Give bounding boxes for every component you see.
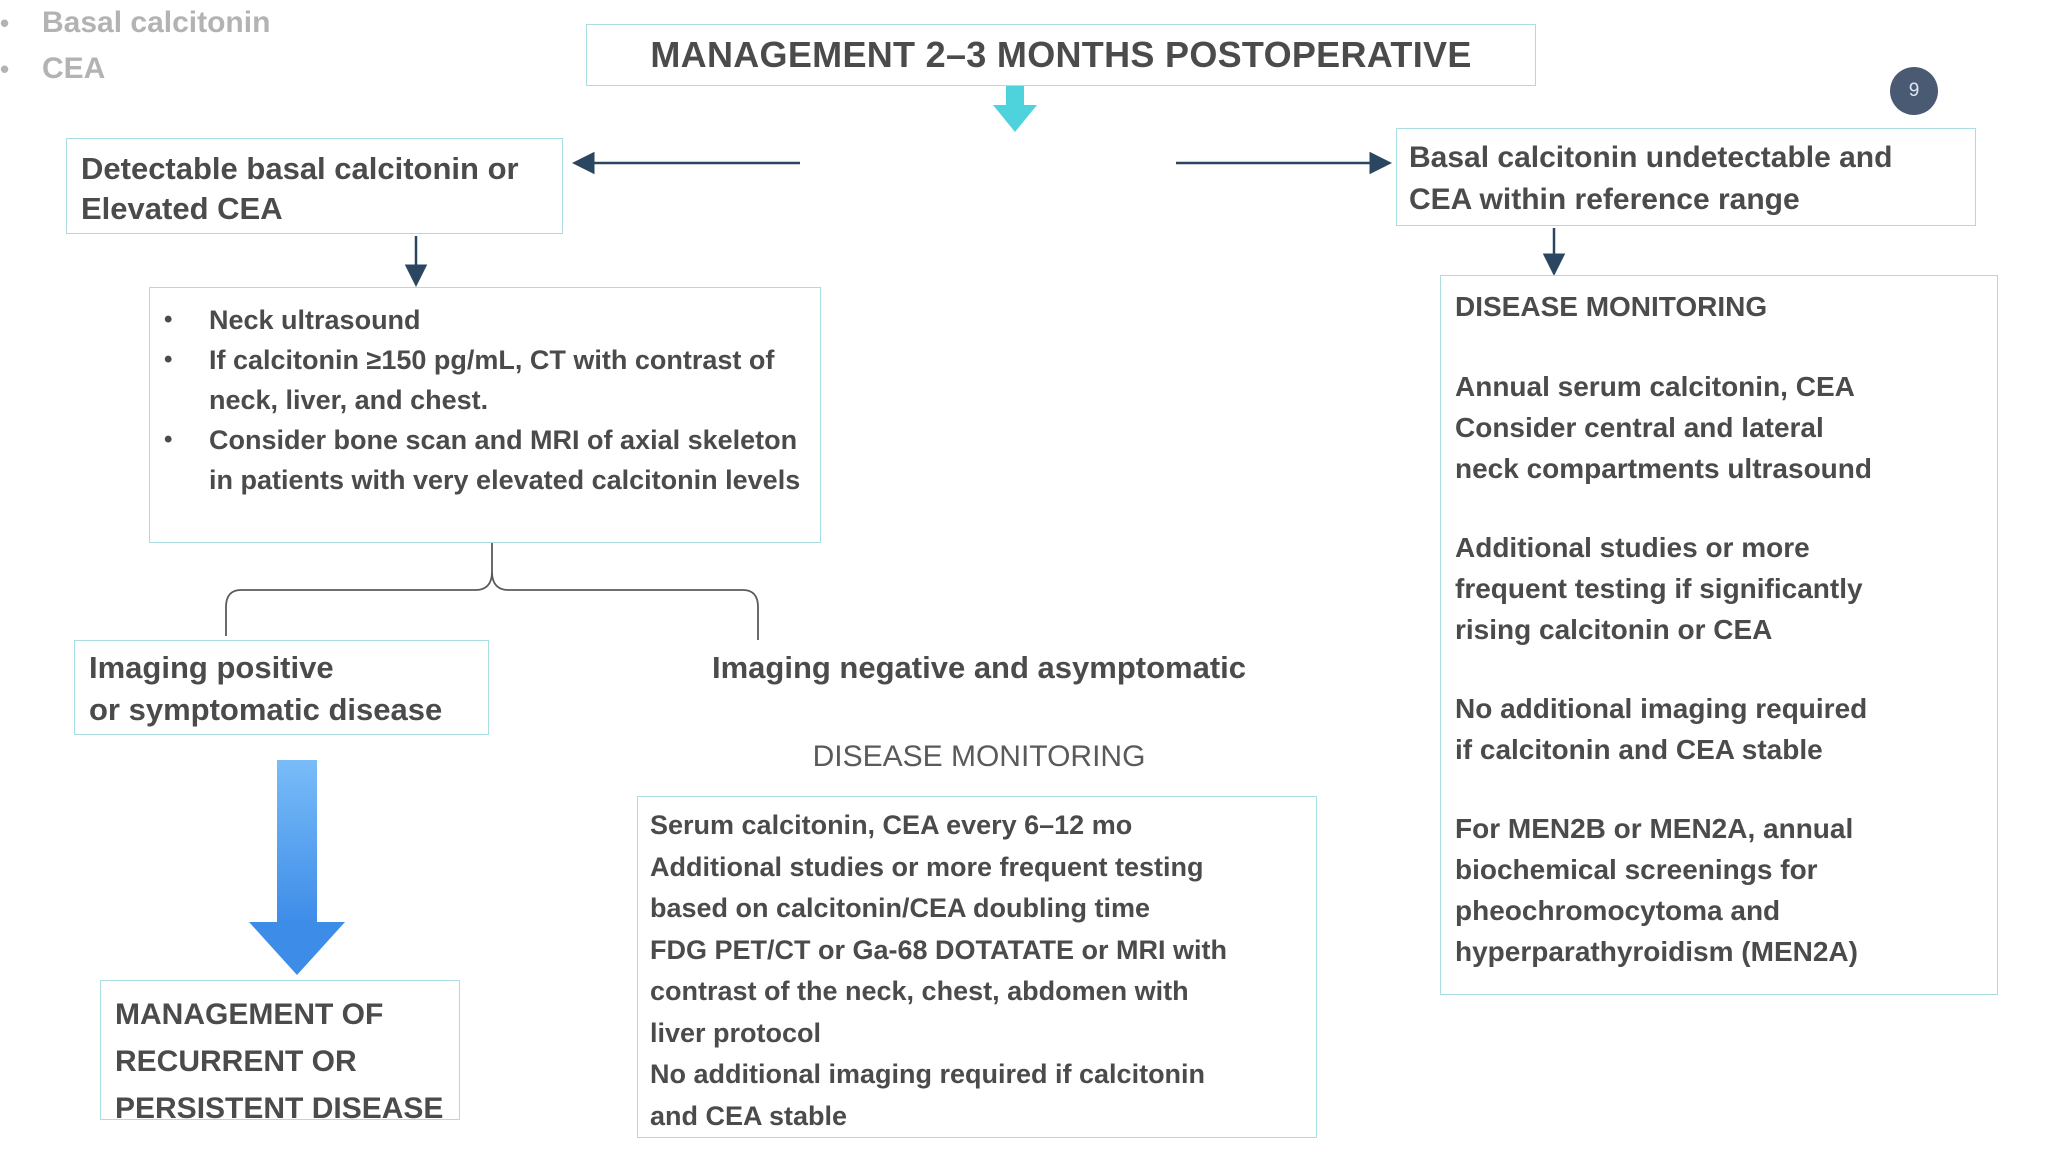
- spacer: [1455, 770, 1983, 808]
- list-item-label: Basal calcitonin: [42, 6, 271, 39]
- right-monitoring-line: Annual serum calcitonin, CEA: [1455, 371, 1855, 402]
- slide-title-box: MANAGEMENT 2–3 MONTHS POSTOPERATIVE: [586, 24, 1536, 86]
- monitoring-line: liver protocol: [650, 1017, 822, 1048]
- undetectable-line-1: Basal calcitonin undetectable and: [1409, 141, 1893, 174]
- right-disease-monitoring-box: DISEASE MONITORING Annual serum calciton…: [1440, 275, 1998, 995]
- imaging-positive-line-1: Imaging positive: [89, 650, 334, 685]
- imaging-workup-box: • Neck ultrasound • If calcitonin ≥150 p…: [149, 287, 821, 543]
- imaging-negative-label: Imaging negative and asymptomatic: [711, 650, 1247, 685]
- page-title: MANAGEMENT 2–3 MONTHS POSTOPERATIVE: [650, 34, 1472, 75]
- monitoring-line: Serum calcitonin, CEA every 6–12 mo: [650, 810, 1133, 840]
- undetectable-calcitonin-box: Basal calcitonin undetectable and CEA wi…: [1396, 128, 1976, 226]
- right-monitoring-line: if calcitonin and CEA stable: [1455, 734, 1823, 765]
- right-monitoring-line: For MEN2B or MEN2A, annual: [1455, 813, 1854, 844]
- monitoring-line: contrast of the neck, chest, abdomen wit…: [650, 976, 1189, 1006]
- right-monitoring-heading: DISEASE MONITORING: [1455, 291, 1768, 322]
- detectable-line-2: Elevated CEA: [81, 191, 283, 226]
- list-item: • Consider bone scan and MRI of axial sk…: [164, 420, 804, 500]
- list-item: • Basal calcitonin: [0, 0, 420, 46]
- detectable-line-1: Detectable basal calcitonin or: [81, 151, 519, 186]
- management-line: RECURRENT OR: [115, 1045, 357, 1078]
- right-monitoring-line: Consider central and lateral: [1455, 412, 1824, 443]
- teal-down-arrow-icon: [993, 83, 1037, 132]
- blue-down-arrow-icon: [249, 760, 345, 975]
- list-item-label: If calcitonin ≥150 pg/mL, CT with contra…: [209, 345, 775, 415]
- spacer: [1455, 489, 1983, 527]
- right-monitoring-line: neck compartments ultrasound: [1455, 453, 1872, 484]
- initial-tests-list: • Basal calcitonin • CEA: [0, 0, 420, 92]
- list-item: • Neck ultrasound: [164, 300, 804, 340]
- imaging-positive-line-2: or symptomatic disease: [89, 692, 443, 727]
- monitoring-line: FDG PET/CT or Ga-68 DOTATATE or MRI with: [650, 934, 1227, 965]
- page-number-badge: 9: [1890, 67, 1938, 115]
- bullet-icon: •: [164, 306, 173, 333]
- list-item: • CEA: [0, 46, 420, 92]
- detectable-calcitonin-box: Detectable basal calcitonin or Elevated …: [66, 138, 563, 234]
- spacer: [1455, 328, 1983, 366]
- imaging-positive-box: Imaging positive or symptomatic disease: [74, 640, 489, 735]
- center-disease-monitoring-box: Serum calcitonin, CEA every 6–12 mo Addi…: [637, 796, 1317, 1138]
- management-recurrent-disease-box: MANAGEMENT OF RECURRENT OR PERSISTENT DI…: [100, 980, 460, 1125]
- list-item: • If calcitonin ≥150 pg/mL, CT with cont…: [164, 340, 804, 420]
- right-monitoring-line: rising calcitonin or CEA: [1455, 614, 1773, 645]
- monitoring-line: No additional imaging required if calcit…: [650, 1059, 1206, 1089]
- right-monitoring-line: pheochromocytoma and: [1455, 895, 1781, 926]
- right-monitoring-line: hyperparathyroidism (MEN2A): [1455, 936, 1858, 967]
- bullet-icon: •: [0, 54, 10, 84]
- monitoring-line: and CEA stable: [650, 1100, 848, 1131]
- right-monitoring-line: biochemical screenings for: [1455, 854, 1818, 885]
- list-item-label: CEA: [42, 52, 106, 85]
- list-item-label: Consider bone scan and MRI of axial skel…: [209, 425, 801, 495]
- monitoring-line: Additional studies or more frequent test…: [650, 851, 1204, 882]
- right-monitoring-line: frequent testing if significantly: [1455, 573, 1863, 604]
- monitoring-line: based on calcitonin/CEA doubling time: [650, 893, 1151, 923]
- undetectable-line-2: CEA within reference range: [1409, 183, 1800, 216]
- right-monitoring-line: No additional imaging required: [1455, 693, 1868, 724]
- right-monitoring-line: Additional studies or more: [1455, 532, 1810, 563]
- spacer: [1455, 650, 1983, 688]
- branch-brace: [225, 543, 759, 640]
- bullet-icon: •: [164, 346, 173, 373]
- bullet-icon: •: [164, 426, 173, 453]
- management-line: MANAGEMENT OF: [115, 998, 384, 1031]
- center-disease-monitoring-heading: DISEASE MONITORING: [812, 740, 1146, 773]
- list-item-label: Neck ultrasound: [209, 305, 421, 335]
- management-line: PERSISTENT DISEASE: [115, 1092, 444, 1125]
- bullet-icon: •: [0, 8, 10, 38]
